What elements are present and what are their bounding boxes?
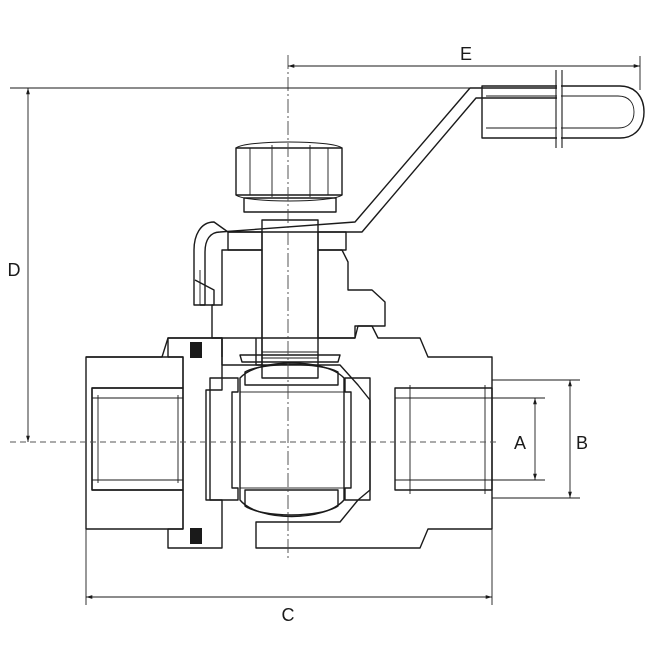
o-ring-top [190, 342, 202, 358]
dimension-a-label: A [514, 433, 526, 453]
hex-nut [235, 141, 343, 213]
dimension-b-label: B [576, 433, 588, 453]
lever-grip [481, 70, 645, 148]
dimension-c-label: C [282, 605, 295, 625]
o-ring-bottom [190, 528, 202, 544]
dimension-e: E [288, 44, 641, 90]
center-lines [10, 55, 500, 560]
dimension-c: C [85, 529, 493, 625]
valve-body-main [221, 325, 493, 549]
ball [239, 362, 345, 518]
valve-body-left [85, 337, 223, 530]
lever-handle [193, 87, 561, 306]
dimension-e-label: E [460, 44, 472, 64]
stem [239, 219, 341, 379]
dimension-a: A [485, 397, 545, 481]
dimension-b: B [492, 379, 588, 499]
dimension-d-label: D [8, 260, 21, 280]
seat-right [344, 377, 371, 501]
bonnet [211, 231, 386, 366]
seat-left [209, 377, 239, 501]
dimension-d: D [8, 87, 482, 442]
bore-left [91, 387, 184, 491]
end-cap-left [167, 337, 223, 549]
